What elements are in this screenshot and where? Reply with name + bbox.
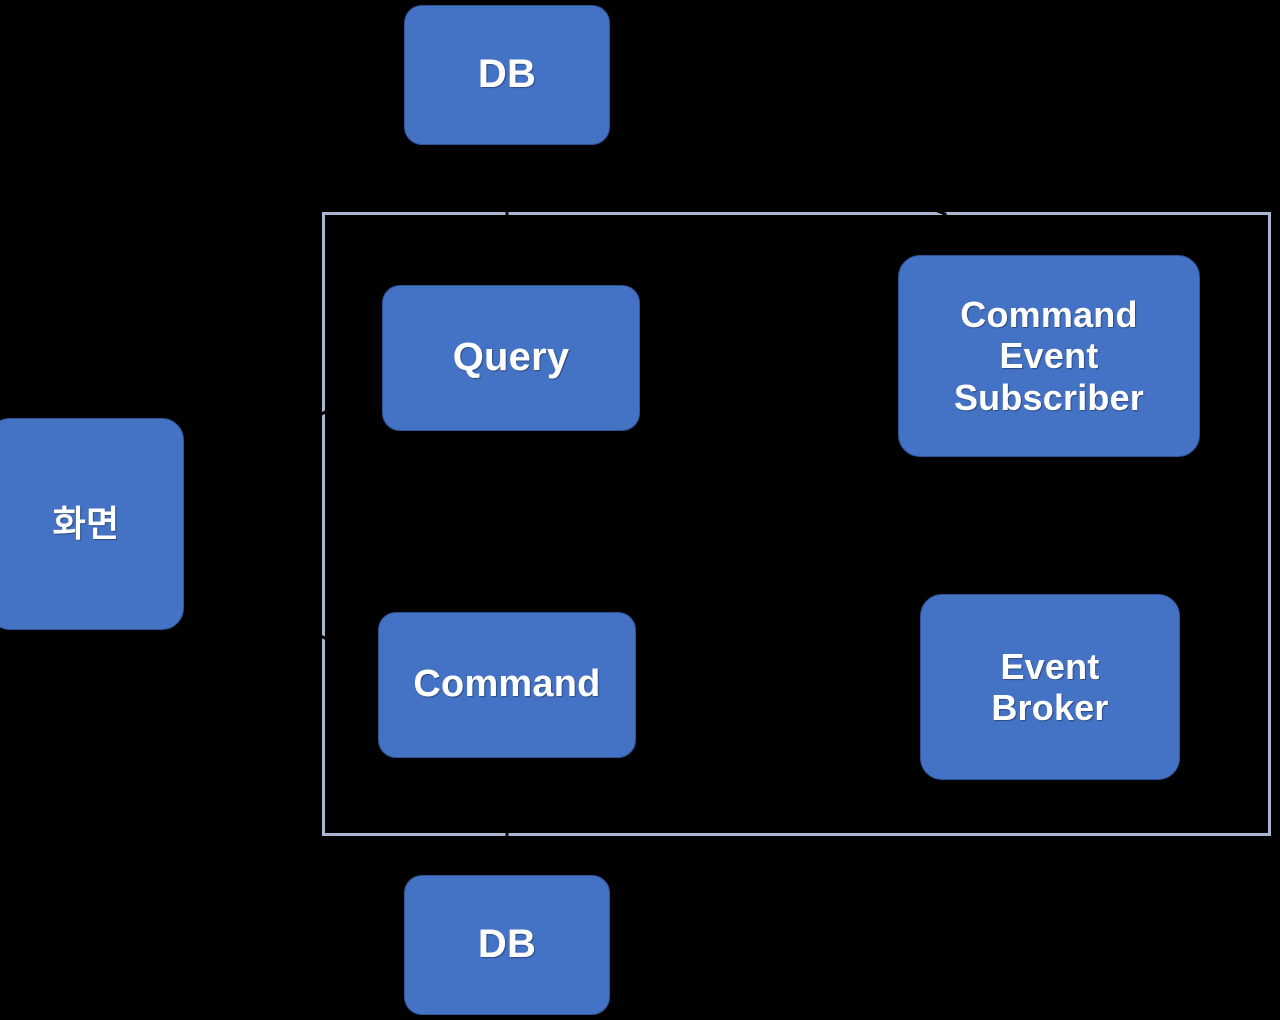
node-screen[interactable]: 화면 [0, 418, 184, 630]
node-event-broker-label: Event Broker [991, 645, 1109, 728]
node-query[interactable]: Query [382, 285, 640, 431]
node-event-broker[interactable]: Event Broker [920, 594, 1180, 780]
node-query-label: Query [452, 335, 570, 380]
node-screen-label: 화면 [52, 503, 120, 545]
node-command-event-subscriber[interactable]: Command Event Subscriber [898, 255, 1200, 457]
node-command[interactable]: Command [378, 612, 636, 758]
node-command-event-subscriber-label: Command Event Subscriber [953, 294, 1145, 418]
node-db-bottom[interactable]: DB [404, 875, 610, 1015]
node-command-label: Command [413, 663, 601, 706]
node-db-bottom-label: DB [477, 922, 537, 967]
node-db-top[interactable]: DB [404, 5, 610, 145]
node-db-top-label: DB [477, 52, 537, 97]
